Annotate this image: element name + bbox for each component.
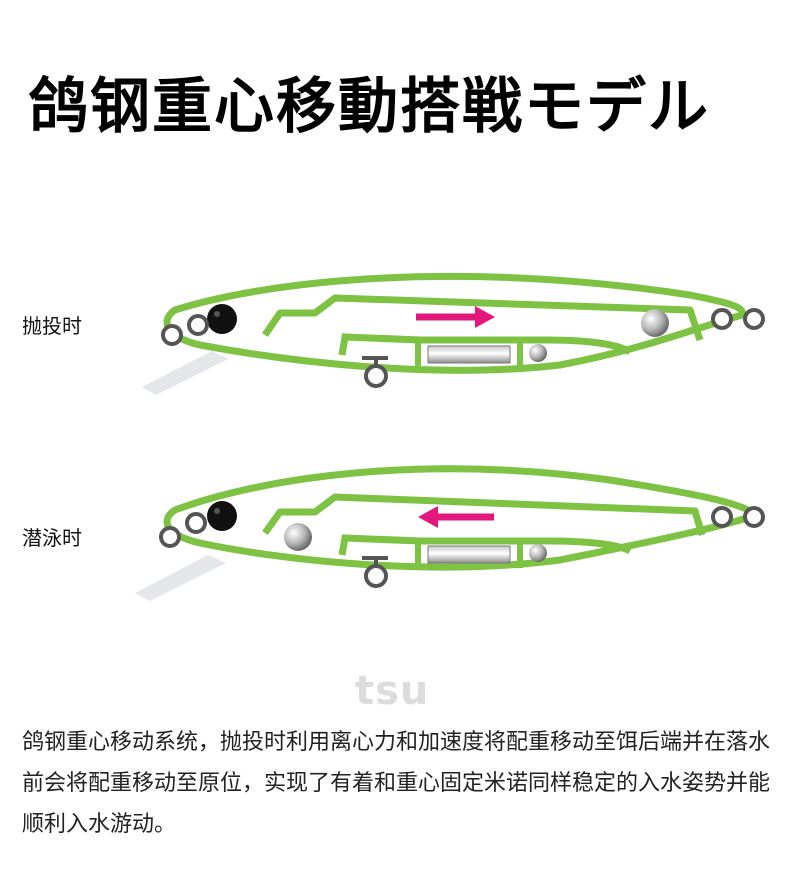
eye-highlight	[214, 508, 220, 514]
weight-ball-icon	[529, 344, 547, 362]
inner-outline-upper	[262, 493, 706, 536]
lure-body-outline	[163, 272, 746, 374]
state-label-cast: 抛投时	[22, 314, 82, 338]
split-ring-icon	[159, 512, 207, 548]
arrow-icon	[416, 306, 495, 328]
inner-outline-upper	[262, 294, 704, 342]
tungsten-tube	[427, 345, 511, 364]
inner-outline-lower	[338, 333, 633, 356]
split-ring-icon	[161, 314, 209, 346]
lure-diagram-cast	[142, 272, 765, 395]
inner-outline-lower	[338, 534, 632, 556]
lip-icon	[142, 351, 228, 395]
eye-highlight	[214, 311, 220, 317]
watermark-logo: tsu	[355, 668, 430, 714]
description-text: 鸽钢重心移动系统，抛投时利用离心力和加速度将配重移动至饵后端并在落水前会将配重移…	[22, 730, 771, 837]
state-label-dive: 潜泳时	[22, 526, 82, 550]
arrow-icon	[418, 506, 494, 528]
split-ring-icon	[362, 356, 388, 388]
eye-icon	[207, 304, 237, 334]
weight-ball-icon	[284, 523, 312, 551]
weight-ball-icon	[641, 309, 669, 337]
page-title: 鸽钢重心移動搭戦モデル	[28, 72, 710, 142]
weight-ball-icon	[529, 544, 547, 562]
split-ring-icon	[711, 308, 765, 330]
split-ring-icon	[362, 556, 388, 588]
lip-icon	[135, 555, 226, 601]
lure-diagram-dive	[135, 465, 765, 601]
split-ring-icon	[711, 506, 765, 528]
eye-icon	[207, 501, 237, 531]
tungsten-tube	[427, 545, 511, 564]
